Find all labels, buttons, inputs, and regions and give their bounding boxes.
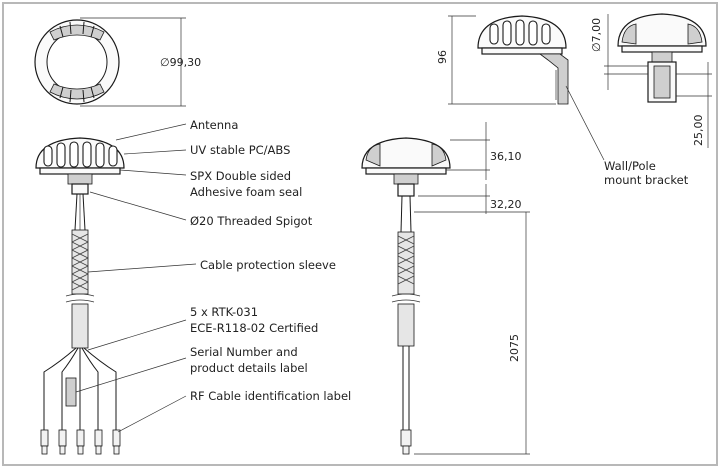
side-view-dimensions: 36,10 32,20 2075 [361,122,530,455]
uv-stable-label: UV stable PC/ABS [190,143,290,157]
spx-seal-label-line2: Adhesive foam seal [190,185,302,199]
serial-label-line1: Serial Number and [190,345,298,359]
threaded-spigot-label: Ø20 Threaded Spigot [190,214,313,228]
rtk-label-line1: 5 x RTK-031 [190,305,258,319]
spx-seal-label-line1: SPX Double sided [190,169,291,183]
rf-cable-label: RF Cable identification label [190,389,351,403]
diameter-dim: ∅99,30 [160,56,201,69]
total-height-dim: 96 [436,50,449,64]
rtk-label-line2: ECE-R118-02 Certified [190,321,318,335]
bracket-label-line1: Wall/Pole [604,159,656,173]
serial-label-line2: product details label [190,361,308,375]
bracket-front-view: ∅7,00 25,00 [590,13,712,148]
bracket-side-view: 96 Wall/Pole mount bracket [436,15,689,187]
bracket-label-line2: mount bracket [604,173,689,187]
bracket-offset-dim: 25,00 [692,115,705,147]
dome-height-dim: 36,10 [490,150,522,163]
spigot-length-dim: 32,20 [490,198,522,211]
drawing-frame [2,2,718,466]
top-view: ∅99,30 [34,17,201,107]
cable-sleeve-label: Cable protection sleeve [200,258,336,272]
spigot-diameter-dim: ∅7,00 [590,18,603,52]
cable-length-dim: 2075 [508,334,521,362]
antenna-label: Antenna [190,118,238,132]
side-view-callouts: Antenna UV stable PC/ABS SPX Double side… [35,118,351,455]
